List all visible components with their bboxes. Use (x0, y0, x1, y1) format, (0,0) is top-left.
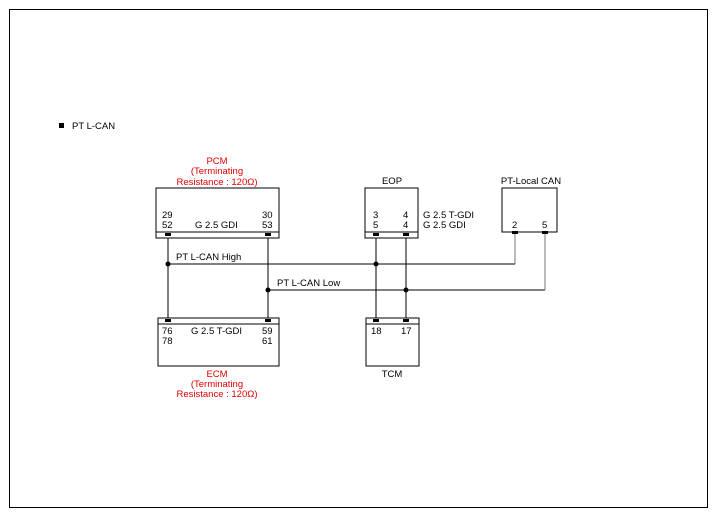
ecm-title: ECM (206, 369, 227, 380)
ecm-pin-terminal (265, 319, 271, 322)
eop-pin-terminal (373, 233, 379, 236)
local-can-pin-terminal (542, 231, 548, 234)
pcm-pin-b-top: 30 (262, 210, 273, 221)
pcm-pin-terminal (165, 233, 171, 236)
tcm-pin-b: 17 (401, 326, 412, 337)
ecm-pin-a-top: 76 (162, 326, 173, 337)
local-can-pin-a: 2 (512, 220, 517, 231)
ecm-variant: G 2.5 T-GDI (191, 326, 242, 337)
pcm-pin-b-bottom: 53 (262, 220, 273, 231)
ecm-note-line1: (Terminating (191, 379, 243, 390)
ecm-box (157, 323, 280, 367)
splice-dot-low-eop (403, 287, 409, 293)
ecm-pin-terminal (165, 319, 171, 322)
tcm-pin-terminal (403, 319, 409, 322)
section-bullet-icon (59, 123, 64, 128)
eop-pin-b-top: 4 (403, 210, 408, 221)
wire-label-low: PT L-CAN Low (277, 278, 340, 289)
eop-box (364, 187, 419, 233)
eop-pin-a-bottom: 5 (373, 220, 378, 231)
ecm-connector-strip (157, 317, 280, 325)
local-can-box (501, 187, 558, 233)
ecm-pin-a-bottom: 78 (162, 336, 173, 347)
eop-pin-terminal (403, 233, 409, 236)
tcm-box (365, 323, 420, 367)
eop-variant-2: G 2.5 GDI (423, 220, 466, 231)
section-title: PT L-CAN (72, 121, 115, 132)
tcm-title: TCM (382, 369, 403, 380)
eop-connector-strip (364, 231, 419, 239)
eop-title: EOP (382, 176, 402, 187)
pcm-note-line2: Resistance : 120Ω) (176, 177, 257, 188)
tcm-pin-a: 18 (371, 326, 382, 337)
pcm-variant: G 2.5 GDI (195, 220, 238, 231)
eop-variant-1: G 2.5 T-GDI (423, 210, 474, 221)
ecm-pin-b-top: 59 (262, 326, 273, 337)
local-can-title: PT-Local CAN (501, 176, 561, 187)
splice-dot-high-eop (373, 261, 379, 267)
splice-dot-low-pcm (265, 287, 271, 293)
eop-pin-a-top: 3 (373, 210, 378, 221)
local-can-pin-terminal (512, 231, 518, 234)
tcm-pin-terminal (373, 319, 379, 322)
ecm-pin-b-bottom: 61 (262, 336, 273, 347)
pcm-pin-a-top: 29 (162, 210, 173, 221)
pcm-title: PCM (206, 156, 227, 167)
eop-pin-b-bottom: 4 (403, 220, 408, 231)
splice-dot-high-pcm (165, 261, 171, 267)
local-can-pin-b: 5 (542, 220, 547, 231)
pcm-note-line1: (Terminating (191, 166, 243, 177)
pcm-connector-strip (155, 231, 280, 239)
pcm-pin-a-bottom: 52 (162, 220, 173, 231)
pcm-pin-terminal (265, 233, 271, 236)
diagram-frame (9, 9, 708, 508)
wire-label-high: PT L-CAN High (176, 252, 241, 263)
ecm-note-line2: Resistance : 120Ω) (176, 389, 257, 400)
